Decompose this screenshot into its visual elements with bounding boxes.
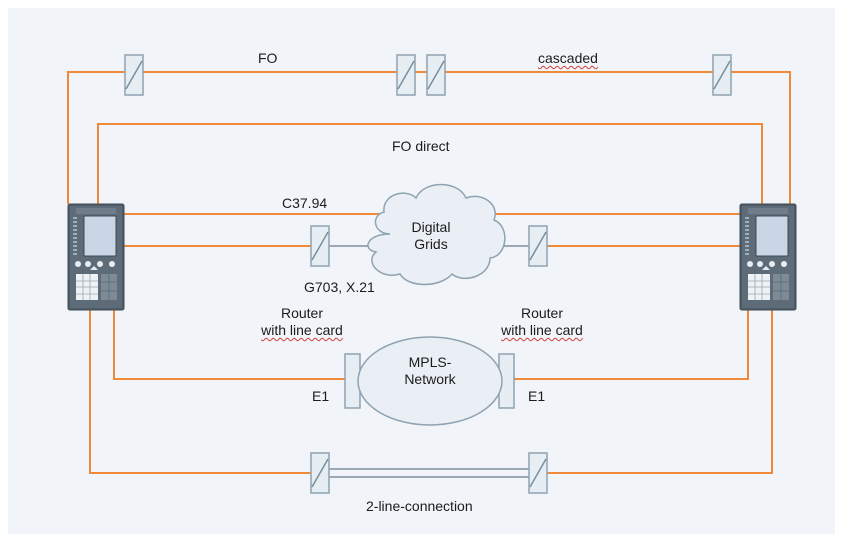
converter-fo-1: [124, 54, 144, 96]
label-router-left-line1: Router: [280, 305, 324, 321]
two-line-right: [546, 309, 773, 474]
mpls-network-ellipse: [357, 336, 503, 426]
protection-relay-icon-left: [67, 203, 125, 311]
mpls-line-left: [113, 309, 346, 380]
label-mpls-line1: MPLS-: [408, 354, 452, 370]
label-router-left: Router with line card: [248, 305, 356, 339]
converter-cascaded-1: [426, 54, 446, 96]
label-cascaded: cascaded: [538, 50, 598, 66]
converter-g703-right: [528, 225, 548, 267]
label-mpls-network: MPLS- Network: [390, 354, 470, 388]
converter-fo-2: [396, 54, 416, 96]
label-fo-direct: FO direct: [392, 138, 450, 154]
label-digital-grids-line2: Grids: [414, 236, 448, 252]
converter-cascaded-2: [712, 54, 732, 96]
label-router-right-line1: Router: [520, 305, 564, 321]
label-router-right-line2: with line card: [501, 322, 583, 338]
fo-direct-line: [97, 123, 763, 204]
label-router-left-line2: with line card: [261, 322, 343, 338]
converter-2line-left: [310, 452, 330, 494]
label-g703: G703, X.21: [304, 279, 375, 295]
label-e1-left: E1: [312, 388, 330, 404]
label-c3794: C37.94: [282, 195, 328, 211]
label-digital-grids: Digital Grids: [400, 219, 462, 253]
diagram-canvas: FO cascaded FO direct C37.94 Digital Gri…: [8, 8, 835, 534]
two-line-left: [89, 309, 312, 474]
converter-g703-left: [310, 225, 330, 267]
label-two-line-connection: 2-line-connection: [366, 498, 473, 514]
label-digital-grids-line1: Digital: [411, 219, 451, 235]
network-diagram: [67, 54, 797, 494]
label-e1-right: E1: [528, 388, 546, 404]
protection-relay-icon-right: [739, 203, 797, 311]
mpls-line-right: [512, 309, 749, 380]
label-fo: FO: [258, 50, 278, 66]
label-router-right: Router with line card: [488, 305, 596, 339]
label-mpls-line2: Network: [404, 371, 456, 387]
cloud-icon: [367, 183, 506, 286]
converter-2line-right: [528, 452, 548, 494]
